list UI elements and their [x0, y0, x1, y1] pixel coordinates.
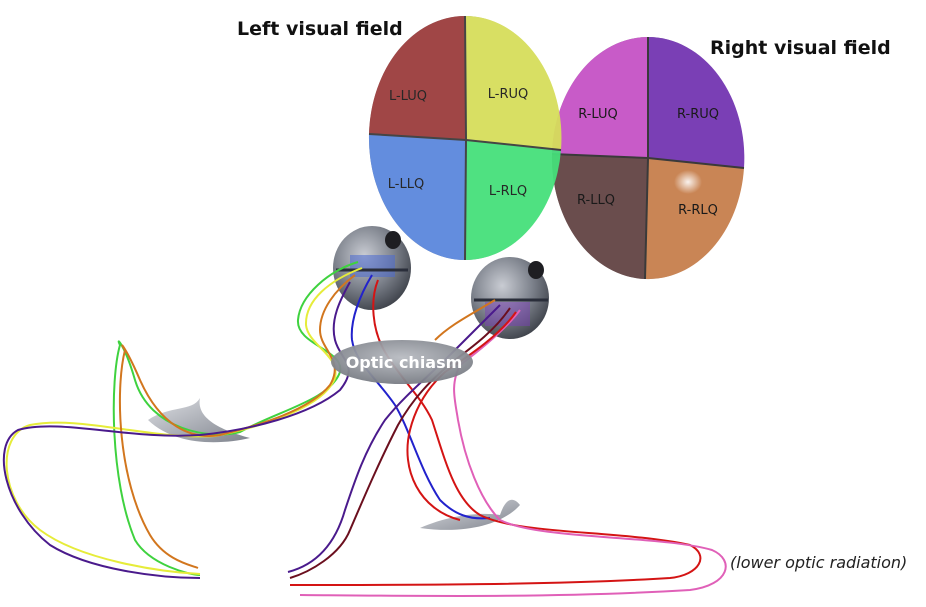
right-lgn-shape [420, 499, 520, 530]
r-llq-quadrant [551, 154, 648, 279]
r-llq-label: R-LLQ [577, 193, 615, 208]
orange-fiber-right [434, 299, 496, 341]
purple-fiber-right [287, 304, 501, 573]
r-rlq-quadrant [645, 158, 744, 280]
lower-optic-radiation-label: (lower optic radiation) [730, 553, 907, 572]
optic-pathway-fibers [2, 261, 727, 597]
left-eye [333, 226, 411, 310]
blue-fiber [350, 274, 491, 520]
l-rlq-quadrant [465, 140, 561, 261]
l-luq-quadrant [369, 15, 466, 141]
r-luq-label: R-LUQ [578, 107, 618, 122]
right-eye [471, 257, 549, 339]
l-rlq-label: L-RLQ [489, 184, 527, 199]
green-fiber [112, 261, 359, 576]
red-fiber-right [406, 311, 517, 521]
r-luq-quadrant [552, 36, 648, 158]
r-ruq-quadrant [648, 36, 745, 168]
optic-chiasm-label: Optic chiasm [346, 353, 463, 372]
l-ruq-quadrant [465, 15, 562, 150]
optic-chiasm: Optic chiasm [331, 340, 473, 384]
l-llq-quadrant [368, 134, 466, 261]
left-visual-field-title: Left visual field [237, 18, 403, 40]
left-visual-field-sphere: L-LUQ L-RUQ L-LLQ L-RLQ [368, 15, 562, 261]
maroon-fiber [289, 307, 511, 579]
r-ruq-label: R-RUQ [677, 107, 719, 122]
l-luq-label: L-LUQ [389, 89, 427, 104]
l-llq-label: L-LLQ [388, 177, 424, 192]
yellow-fiber [5, 267, 363, 575]
orange-fiber-left [118, 274, 356, 569]
l-ruq-label: L-RUQ [488, 87, 529, 102]
right-visual-field-title: Right visual field [710, 37, 891, 59]
right-visual-field-sphere: R-LUQ R-RUQ R-LLQ R-RLQ [551, 36, 745, 280]
r-rlq-label: R-RLQ [678, 203, 718, 218]
